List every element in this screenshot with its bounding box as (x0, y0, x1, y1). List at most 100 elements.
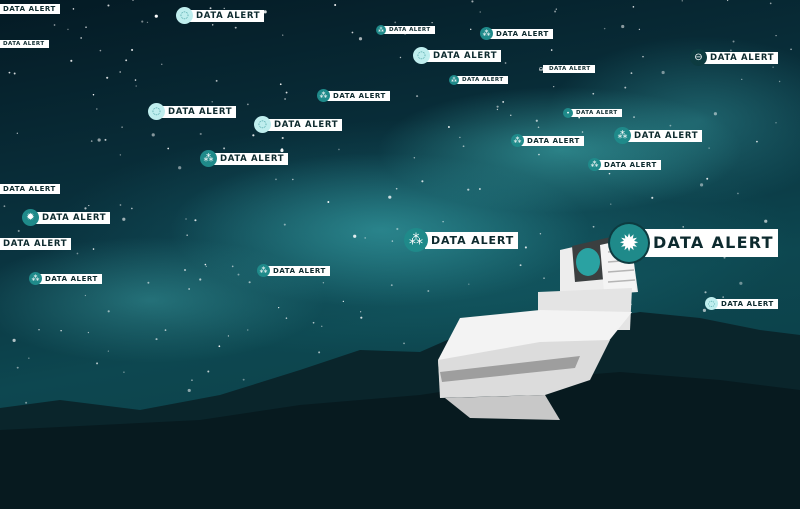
star (578, 116, 581, 119)
star (706, 177, 709, 180)
star (84, 294, 87, 297)
star (186, 234, 188, 236)
star (737, 192, 739, 195)
star (234, 26, 237, 29)
star (342, 300, 344, 303)
star (207, 370, 210, 373)
orbit-icon: ⊖ (538, 65, 544, 73)
star (327, 201, 330, 203)
star (99, 49, 102, 52)
star (608, 172, 611, 175)
data-alert-badge: ⁂DATA ALERT (588, 158, 661, 171)
star (338, 148, 340, 151)
star (3, 205, 6, 208)
star (390, 284, 393, 287)
cluster-icon: ⁂ (257, 264, 270, 277)
star (125, 59, 128, 62)
star (388, 195, 392, 199)
star (134, 79, 137, 81)
star (732, 40, 735, 43)
star (496, 108, 499, 111)
star (312, 321, 315, 324)
star (610, 203, 612, 205)
data-alert-badge: ◌DATA ALERT (254, 116, 343, 133)
star (555, 8, 557, 10)
data-alert-badge: ⁂DATA ALERT (404, 228, 519, 252)
star (223, 147, 226, 150)
star (16, 366, 19, 369)
data-alert-label: DATA ALERT (704, 51, 779, 64)
star (183, 268, 187, 272)
star (135, 85, 137, 87)
cluster-icon: ⁂ (511, 134, 524, 147)
star (187, 388, 191, 393)
data-alert-label: DATA ALERT (0, 40, 49, 48)
star (633, 116, 635, 118)
star (12, 338, 16, 342)
star (215, 79, 218, 82)
starburst-icon: ✹ (22, 209, 39, 226)
data-alert-badge: ⁂DATA ALERT (511, 134, 584, 147)
star (708, 147, 710, 149)
star (92, 248, 95, 250)
data-alert-label: DATA ALERT (425, 231, 519, 249)
star (204, 263, 207, 266)
star (353, 234, 357, 238)
star (603, 27, 606, 30)
star (790, 48, 792, 51)
star (421, 180, 424, 183)
orbit-icon: ⊖ (690, 49, 707, 66)
star (496, 105, 499, 108)
star (775, 35, 777, 37)
star (334, 3, 337, 6)
data-alert-badge: ◌DATA ALERT (413, 47, 502, 64)
star (630, 72, 633, 75)
data-alert-label: DATA ALERT (0, 238, 72, 250)
star (764, 219, 768, 223)
star (70, 59, 73, 62)
star (729, 49, 732, 52)
star (364, 237, 366, 239)
star (467, 188, 470, 191)
star (279, 83, 282, 86)
data-alert-label: DATA ALERT (267, 265, 330, 276)
data-alert-label: DATA ALERT (543, 65, 595, 73)
cluster-icon: ⁂ (29, 272, 42, 285)
data-alert-badge: ⁂DATA ALERT (449, 75, 508, 85)
star (227, 335, 230, 337)
data-alert-label: DATA ALERT (490, 28, 553, 39)
star (537, 126, 540, 128)
star (107, 310, 110, 313)
star (53, 24, 56, 26)
star (510, 114, 512, 116)
data-alert-label: DATA ALERT (715, 298, 778, 309)
star (16, 132, 18, 134)
star (519, 264, 522, 267)
star (756, 140, 758, 143)
star (242, 378, 245, 381)
star (702, 308, 707, 312)
star (285, 91, 288, 94)
star (399, 56, 402, 59)
star (321, 325, 323, 327)
star (90, 140, 93, 142)
star (722, 296, 724, 298)
star (682, 226, 684, 228)
star (624, 86, 627, 89)
star (581, 131, 584, 133)
data-alert-label: DATA ALERT (383, 26, 435, 34)
star (60, 330, 62, 332)
data-alert-badge: DATA ALERT (0, 238, 72, 250)
star (642, 55, 644, 58)
star (471, 0, 474, 3)
star (146, 21, 149, 24)
circle-icon: ◌ (705, 297, 718, 310)
star (92, 93, 95, 96)
star (85, 26, 87, 28)
data-alert-badge: ⁂DATA ALERT (376, 25, 435, 35)
data-alert-label: DATA ALERT (456, 76, 508, 84)
star (413, 157, 416, 159)
star (246, 103, 249, 106)
star (447, 126, 450, 129)
